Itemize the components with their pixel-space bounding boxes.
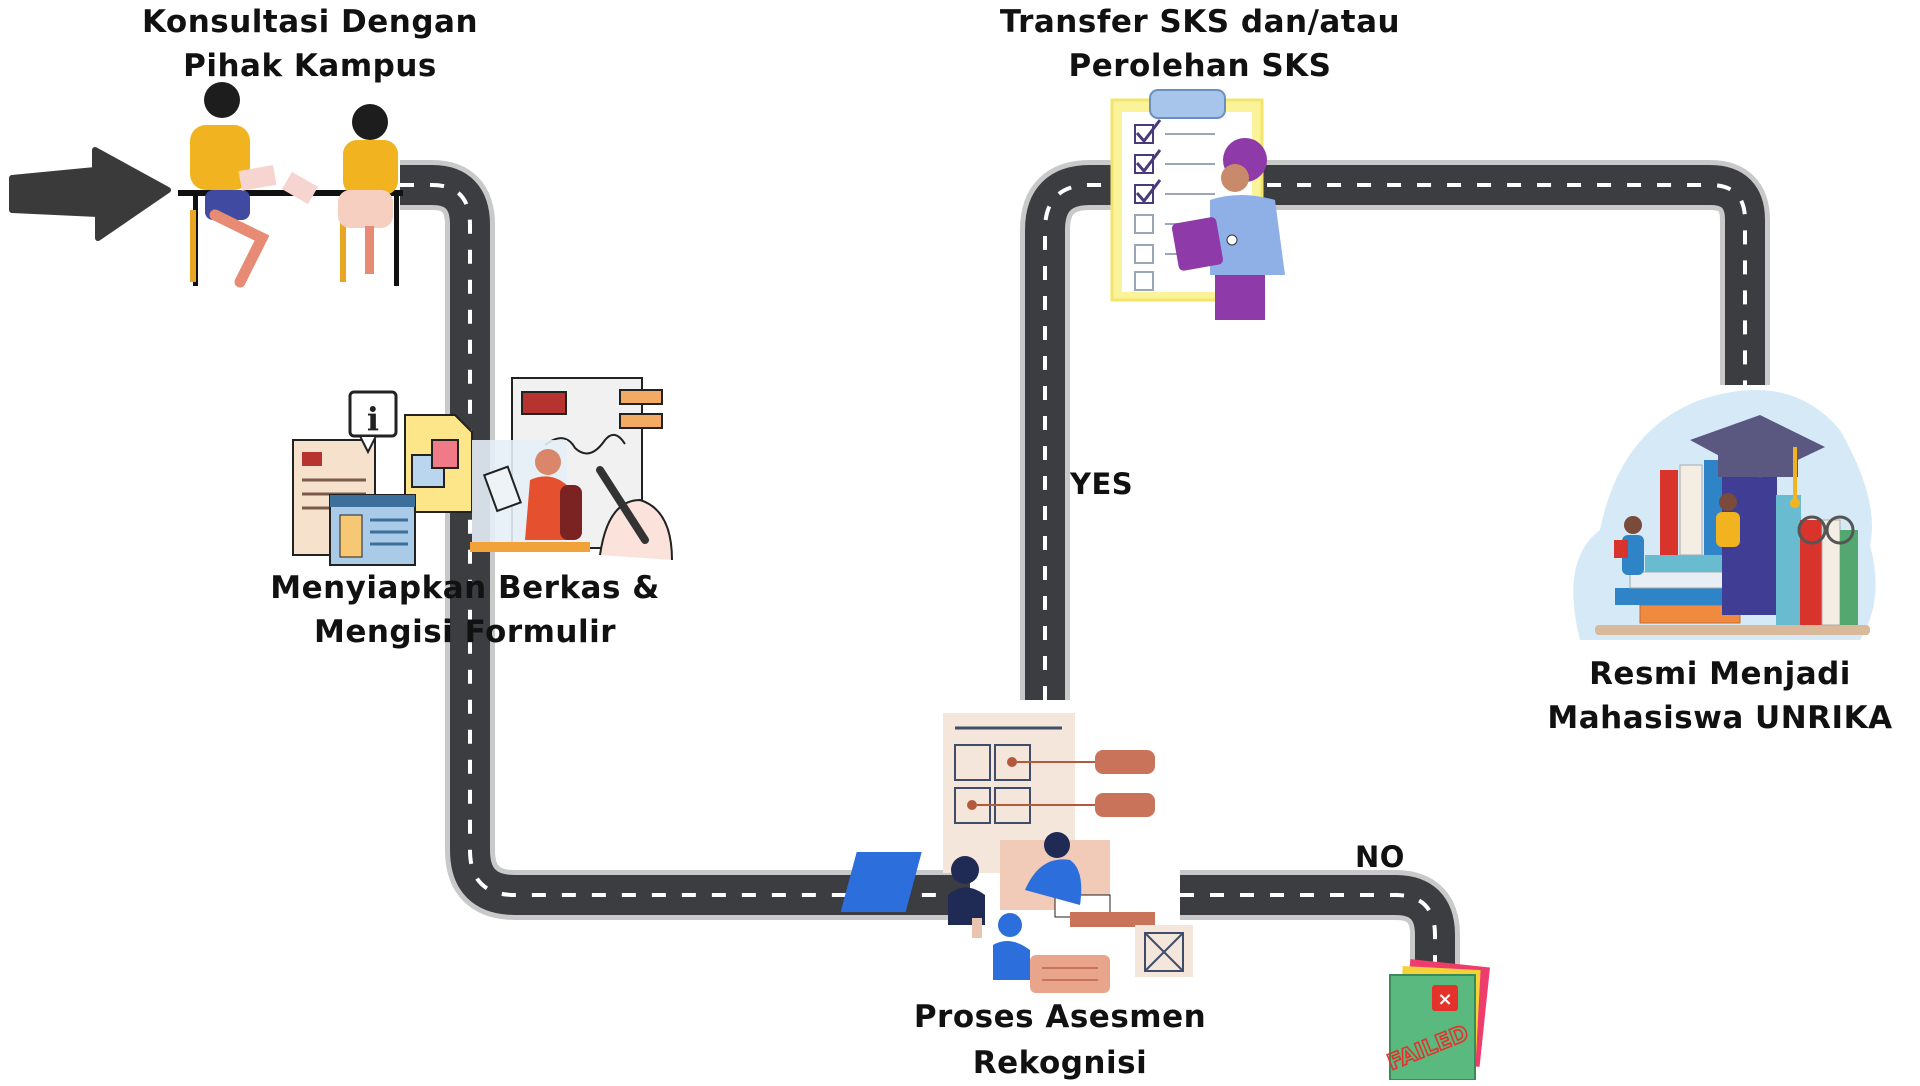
step3-label-line2: Rekognisi bbox=[972, 1045, 1148, 1081]
start-arrow-icon bbox=[9, 147, 171, 241]
consultation-icon bbox=[178, 82, 403, 288]
step5-label-line2: Mahasiswa UNRIKA bbox=[1547, 700, 1893, 736]
yes-branch-label: YES bbox=[1070, 467, 1134, 501]
no-branch-label: NO bbox=[1355, 840, 1405, 874]
step5-label-line1: Resmi Menjadi bbox=[1589, 656, 1851, 692]
step1-label-line1: Konsultasi Dengan bbox=[141, 4, 479, 40]
graduation-books-icon bbox=[1573, 390, 1876, 640]
step2-label: Menyiapkan Berkas & Mengisi Formulir bbox=[270, 566, 660, 654]
checklist-icon bbox=[1110, 89, 1285, 320]
step3-label-line1: Proses Asesmen bbox=[913, 999, 1207, 1035]
step1-label: Konsultasi Dengan Pihak Kampus bbox=[120, 0, 500, 88]
step5-label: Resmi Menjadi Mahasiswa UNRIKA bbox=[1540, 652, 1900, 740]
documents-form-icon: i bbox=[292, 377, 673, 566]
assessment-icon bbox=[840, 713, 1193, 993]
road-path bbox=[400, 160, 1770, 975]
step4-label: Transfer SKS dan/atau Perolehan SKS bbox=[970, 0, 1430, 88]
step1-label-line2: Pihak Kampus bbox=[183, 48, 437, 84]
step2-label-line2: Mengisi Formulir bbox=[313, 614, 617, 650]
step2-label-line1: Menyiapkan Berkas & bbox=[270, 570, 660, 606]
step3-label: Proses Asesmen Rekognisi bbox=[900, 994, 1220, 1086]
svg-text:×: × bbox=[1437, 989, 1452, 1010]
info-sign-text: i bbox=[367, 400, 379, 438]
failed-bag-icon: × FAILED bbox=[1383, 959, 1491, 1080]
step4-label-line1: Transfer SKS dan/atau bbox=[999, 4, 1401, 40]
step4-label-line2: Perolehan SKS bbox=[1068, 48, 1332, 84]
